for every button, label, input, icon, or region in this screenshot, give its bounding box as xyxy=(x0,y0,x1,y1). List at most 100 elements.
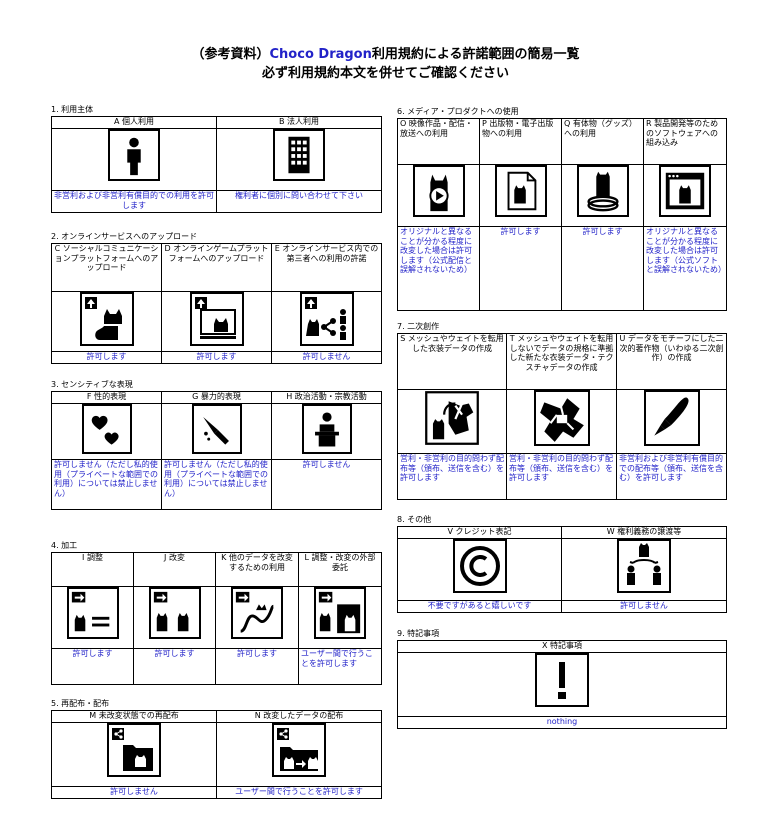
license-table: M 未改変状態での再配布 N 改変したデータの配布 許可しません ユーザー間で行… xyxy=(51,710,382,799)
section-sensitive-expression: 3. センシティブな表現 F 性的表現 G 暴力的表現 H 政治活動・宗教活動 … xyxy=(51,380,382,510)
license-table: V クレジット表記 W 権利義務の譲渡等 不要ですがあると嬉しいです 許可しませ… xyxy=(397,526,727,613)
permission-text: 許可します xyxy=(133,648,216,685)
column-header: F 性的表現 xyxy=(51,391,162,404)
license-table: A 個人利用 B 法人利用 非営利および非営利有償目的での利用を許可します 権利… xyxy=(51,116,382,213)
section-redistribution: 5. 再配布・配布 M 未改変状態での再配布 N 改変したデータの配布 許可しま… xyxy=(51,699,382,799)
column-header: E オンラインサービス内での第三者への利用の許諾 xyxy=(271,243,382,292)
person-icon xyxy=(108,129,160,181)
knife-icon xyxy=(191,404,242,454)
permission-text: 非営利および非営利有償目的での配布等（頒布、送信を含む）を許可します xyxy=(616,453,727,500)
section-derivative-works: 7. 二次創作 S メッシュやウェイトを転用した衣装データの作成 T メッシュや… xyxy=(397,322,727,500)
column-header: Q 有体物（グッズ）への利用 xyxy=(561,118,644,165)
column-header: L 調整・改変の外部委託 xyxy=(298,552,382,587)
permission-text: 不要ですがあると嬉しいです xyxy=(397,600,562,613)
transfer-icon xyxy=(617,539,671,593)
permission-text: 許可します xyxy=(51,351,162,364)
upload-social-icon xyxy=(79,292,134,346)
section-other: 8. その他 V クレジット表記 W 権利義務の譲渡等 不要ですがあると嬉しいで… xyxy=(397,515,727,613)
permission-text: 許可します xyxy=(561,226,644,311)
permission-text: 許可しません xyxy=(561,600,727,613)
copyright-icon xyxy=(452,539,507,593)
exclamation-icon xyxy=(535,653,589,707)
permission-text: nothing xyxy=(397,716,727,729)
podium-icon xyxy=(301,404,352,454)
section-processing: 4. 加工 I 調整 J 改変 K 他のデータを改変するための利用 L 調整・改… xyxy=(51,541,382,685)
permission-text: オリジナルと異なることが分かる程度に改変した場合は許可します（公式配信と誤解され… xyxy=(397,226,480,311)
section-title: 2. オンラインサービスへのアップロード xyxy=(51,232,198,241)
section-title: 4. 加工 xyxy=(51,541,78,550)
section-usage-subject: 1. 利用主体 A 個人利用 B 法人利用 非営利および非営利有償目的での利用を… xyxy=(51,105,382,213)
permission-text: 営利・非営利の目的問わず配布等（頒布、送信を含む）を許可します xyxy=(397,453,507,500)
permission-text: 許可しません（ただし私的使用（プライベートな範囲での利用）については禁止しません… xyxy=(161,459,272,510)
permission-text: 許可しません（ただし私的使用（プライベートな範囲での利用）については禁止しません… xyxy=(51,459,162,510)
column-header: R 製品開発等のためのソフトウェアへの組み込み xyxy=(643,118,727,165)
column-header: B 法人利用 xyxy=(216,116,382,129)
share-third-party-icon xyxy=(299,292,354,346)
permission-text: 許可しません xyxy=(271,459,382,510)
column-header: M 未改変状態での再配布 xyxy=(51,710,217,723)
adjust-icon xyxy=(66,587,119,639)
modify-icon xyxy=(148,587,201,639)
redistribute-icon xyxy=(107,723,161,777)
hearts-icon xyxy=(81,404,132,454)
section-title: 9. 特記事項 xyxy=(397,629,440,638)
column-header: O 映像作品・配信・放送への利用 xyxy=(397,118,480,165)
column-header: S メッシュやウェイトを転用した衣装データの作成 xyxy=(397,333,507,390)
permission-text: 許可します xyxy=(161,351,272,364)
column-header: D オンラインゲームプラットフォームへのアップロード xyxy=(161,243,272,292)
license-table: I 調整 J 改変 K 他のデータを改変するための利用 L 調整・改変の外部委託… xyxy=(51,552,382,685)
page-title: （参考資料）Choco Dragon利用規約による許諾範囲の簡易一覧 xyxy=(191,47,580,62)
pen-icon xyxy=(643,390,700,446)
permission-text: 営利・非営利の目的問わず配布等（頒布、送信を含む）を許可します xyxy=(506,453,617,500)
permission-text: 権利者に個別に問い合わせて下さい xyxy=(216,190,382,213)
texture-icon xyxy=(533,390,590,446)
permission-text: 許可します xyxy=(215,648,299,685)
license-table: O 映像作品・配信・放送への利用 P 出版物・電子出版物への利用 Q 有体物（グ… xyxy=(397,118,727,311)
reuse-data-icon xyxy=(231,587,283,639)
column-header: U データをモチーフにした二次的著作物（いわゆる二次創作）の作成 xyxy=(616,333,727,390)
column-header: H 政治活動・宗教活動 xyxy=(271,391,382,404)
permission-text: 許可します xyxy=(479,226,562,311)
column-header: K 他のデータを改変するための利用 xyxy=(215,552,299,587)
column-header: T メッシュやウェイトを転用しないでデータの規格に準拠した新たな衣装データ・テク… xyxy=(506,333,617,390)
section-media-products: 6. メディア・プロダクトへの使用 O 映像作品・配信・放送への利用 P 出版物… xyxy=(397,107,727,311)
software-icon xyxy=(659,165,711,217)
permission-text: ユーザー間で行うことを許可します xyxy=(298,648,382,685)
license-table: X 特記事項 nothing xyxy=(397,640,727,729)
section-online-upload: 2. オンラインサービスへのアップロード C ソーシャルコミュニケーションプラッ… xyxy=(51,232,382,364)
column-header: G 暴力的表現 xyxy=(161,391,272,404)
column-header: J 改変 xyxy=(133,552,216,587)
license-table: F 性的表現 G 暴力的表現 H 政治活動・宗教活動 許可しません（ただし私的使… xyxy=(51,391,382,510)
section-title: 5. 再配布・配布 xyxy=(51,699,110,708)
license-table: S メッシュやウェイトを転用した衣装データの作成 T メッシュやウェイトを転用し… xyxy=(397,333,727,500)
permission-text: 許可しません xyxy=(51,786,217,799)
upload-game-icon xyxy=(189,292,244,346)
publication-icon xyxy=(494,165,547,217)
video-icon xyxy=(412,165,465,217)
permission-text: ユーザー間で行うことを許可します xyxy=(216,786,382,799)
permission-text: 許可しません xyxy=(271,351,382,364)
outsource-icon xyxy=(314,587,366,639)
costume-icon xyxy=(424,390,480,446)
column-header: W 権利義務の譲渡等 xyxy=(561,526,727,539)
column-header: C ソーシャルコミュニケーションプラットフォームへのアップロード xyxy=(51,243,162,292)
license-table: C ソーシャルコミュニケーションプラットフォームへのアップロード D オンライン… xyxy=(51,243,382,364)
goods-icon xyxy=(576,165,629,217)
column-header: A 個人利用 xyxy=(51,116,217,129)
section-title: 1. 利用主体 xyxy=(51,105,94,114)
building-icon xyxy=(273,129,325,181)
section-title: 8. その他 xyxy=(397,515,432,524)
column-header: I 調整 xyxy=(51,552,134,587)
permission-text: オリジナルと異なることが分かる程度に改変した場合は許可します（公式ソフトと誤解さ… xyxy=(643,226,727,311)
section-title: 7. 二次創作 xyxy=(397,322,440,331)
column-header: N 改変したデータの配布 xyxy=(216,710,382,723)
section-title: 3. センシティブな表現 xyxy=(51,380,133,389)
column-header: P 出版物・電子出版物への利用 xyxy=(479,118,562,165)
section-title: 6. メディア・プロダクトへの使用 xyxy=(397,107,519,116)
page-subtitle: 必ず利用規約本文を併せてご確認ください xyxy=(261,66,509,81)
column-header: V クレジット表記 xyxy=(397,526,562,539)
column-header: X 特記事項 xyxy=(397,640,727,653)
brand-name: Choco Dragon xyxy=(269,47,372,62)
permission-text: 許可します xyxy=(51,648,134,685)
section-special-notes: 9. 特記事項 X 特記事項 nothing xyxy=(397,629,727,729)
